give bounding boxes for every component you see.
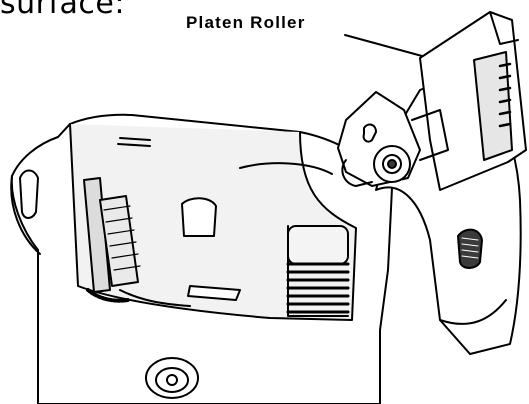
bottom-knob-icon: [145, 357, 199, 399]
left-grip-slot: [19, 169, 39, 219]
right-grip-slot: [457, 228, 483, 269]
heading-fragment: surface:: [0, 0, 125, 21]
platen-roller-callout-label: Platen Roller: [186, 13, 306, 32]
latch-slot-icon: [362, 123, 377, 143]
latch-arm: [337, 91, 449, 187]
left-platen-strip: [83, 177, 141, 303]
media-spool: [286, 225, 350, 317]
media-cavity: [69, 123, 357, 321]
